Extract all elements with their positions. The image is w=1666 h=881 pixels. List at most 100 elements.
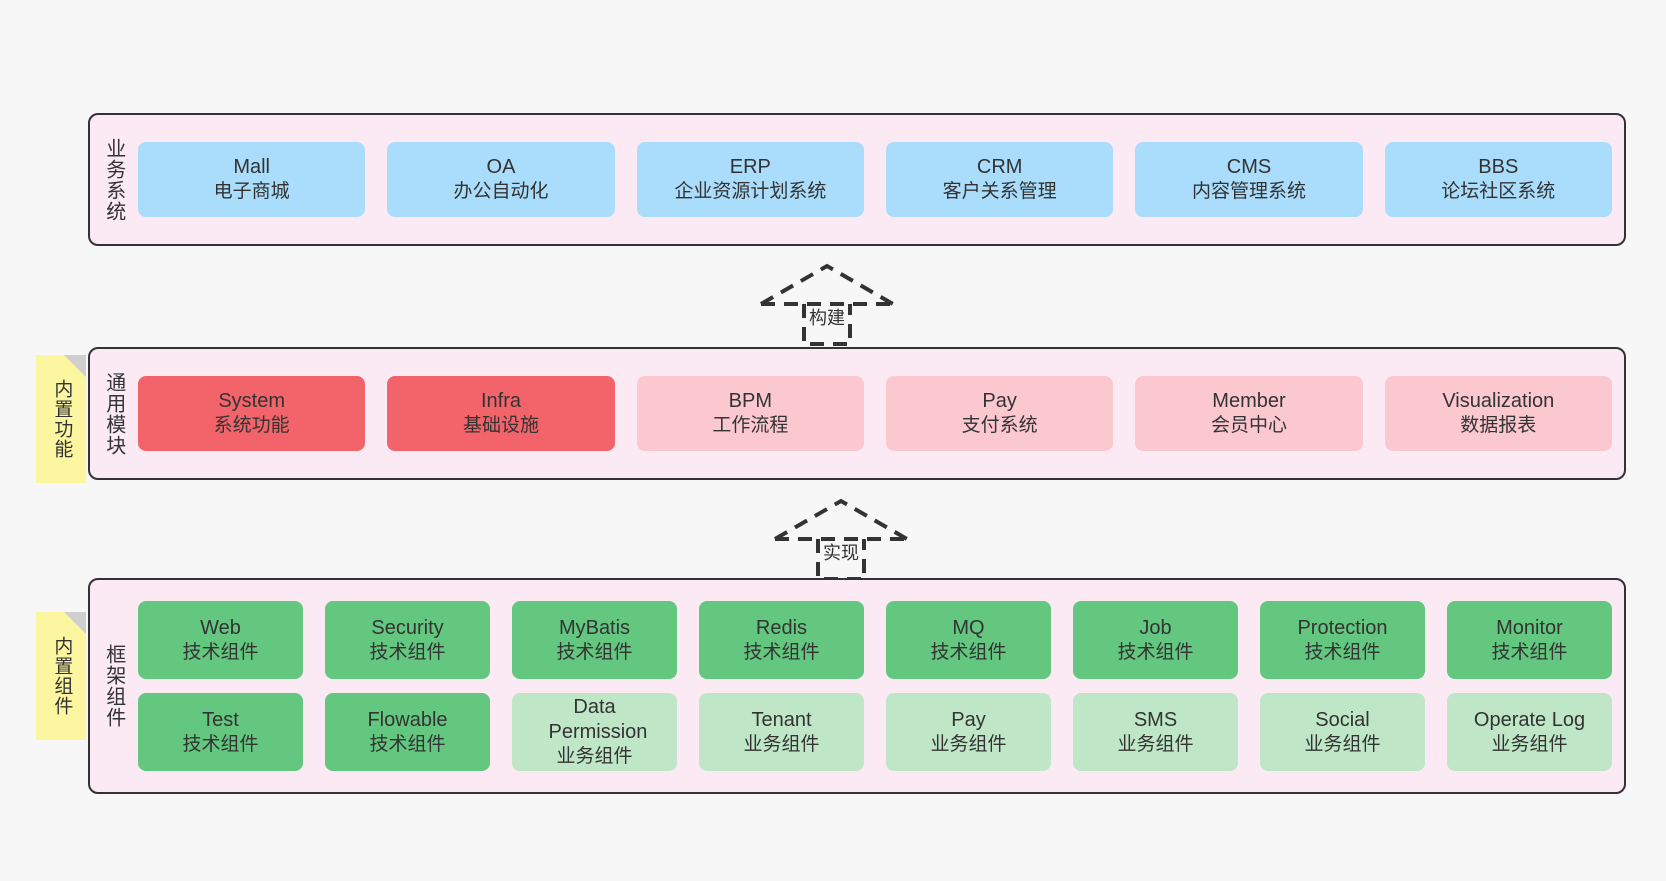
node-mall[interactable]: Mall 电子商城 bbox=[138, 142, 366, 217]
connector-label: 构建 bbox=[809, 308, 845, 328]
node-subtitle: 业务组件 bbox=[743, 733, 820, 755]
node-erp[interactable]: ERP 企业资源计划系统 bbox=[636, 142, 864, 217]
node-subtitle: 技术组件 bbox=[369, 641, 446, 663]
node-subtitle: 技术组件 bbox=[556, 641, 633, 663]
node-subtitle: 业务组件 bbox=[1304, 733, 1381, 755]
node-title: MyBatis bbox=[558, 616, 631, 639]
layer-business-systems: 业务系统 Mall 电子商城 OA 办公自动化 ERP 企业资源计划系统 CRM… bbox=[88, 113, 1626, 246]
node-security[interactable]: Security 技术组件 bbox=[325, 601, 490, 679]
node-system[interactable]: System 系统功能 bbox=[138, 376, 366, 451]
layer-caption-business-systems: 业务系统 bbox=[102, 137, 125, 222]
node-member[interactable]: Member 会员中心 bbox=[1135, 376, 1363, 451]
node-infra[interactable]: Infra 基础设施 bbox=[387, 376, 615, 451]
node-protection[interactable]: Protection 技术组件 bbox=[1260, 601, 1425, 679]
node-subtitle: 技术组件 bbox=[930, 641, 1007, 663]
node-subtitle: 支付系统 bbox=[961, 415, 1038, 437]
node-title: Data Permission bbox=[548, 696, 648, 744]
node-cms[interactable]: CMS 内容管理系统 bbox=[1135, 142, 1363, 217]
node-title: Web bbox=[200, 616, 241, 639]
node-subtitle: 企业资源计划系统 bbox=[674, 181, 827, 203]
node-bpm[interactable]: BPM 工作流程 bbox=[636, 376, 864, 451]
sticky-note-label: 内置功能 bbox=[51, 379, 73, 459]
node-pay[interactable]: Pay 支付系统 bbox=[885, 376, 1114, 451]
node-subtitle: 业务组件 bbox=[1491, 733, 1568, 755]
layer-body-business-systems: Mall 电子商城 OA 办公自动化 ERP 企业资源计划系统 CRM 客户关系… bbox=[136, 115, 1624, 244]
node-subtitle: 数据报表 bbox=[1460, 415, 1537, 437]
node-subtitle: 技术组件 bbox=[1304, 641, 1381, 663]
layer-framework-components: 框架组件 Web 技术组件 Security 技术组件 MyBatis 技术组件… bbox=[88, 578, 1626, 794]
node-subtitle: 系统功能 bbox=[213, 415, 290, 437]
node-row: Web 技术组件 Security 技术组件 MyBatis 技术组件 Redi… bbox=[138, 601, 1612, 679]
node-title: Mall bbox=[233, 156, 270, 179]
connector-build: 构建 bbox=[757, 262, 897, 346]
node-title: Redis bbox=[755, 616, 808, 639]
node-job[interactable]: Job 技术组件 bbox=[1073, 601, 1238, 679]
node-subtitle: 技术组件 bbox=[369, 733, 446, 755]
layer-caption-framework-components: 框架组件 bbox=[102, 644, 125, 728]
node-subtitle: 业务组件 bbox=[930, 733, 1007, 755]
node-pay-component[interactable]: Pay 业务组件 bbox=[886, 693, 1051, 771]
node-test[interactable]: Test 技术组件 bbox=[138, 693, 303, 771]
node-redis[interactable]: Redis 技术组件 bbox=[699, 601, 864, 679]
node-subtitle: 基础设施 bbox=[462, 415, 539, 437]
node-title: OA bbox=[486, 156, 516, 179]
node-title: ERP bbox=[729, 156, 771, 179]
node-title: Member bbox=[1212, 390, 1286, 413]
sticky-note-label: 内置组件 bbox=[51, 636, 73, 716]
node-title: Security bbox=[371, 616, 444, 639]
node-oa[interactable]: OA 办公自动化 bbox=[387, 142, 615, 217]
layer-body-common-modules: System 系统功能 Infra 基础设施 BPM 工作流程 Pay 支付系统… bbox=[136, 349, 1624, 478]
node-title: Operate Log bbox=[1473, 708, 1586, 731]
node-row: Test 技术组件 Flowable 技术组件 Data Permission … bbox=[138, 693, 1612, 771]
node-sms[interactable]: SMS 业务组件 bbox=[1073, 693, 1238, 771]
node-title: Job bbox=[1139, 616, 1172, 639]
node-title: CRM bbox=[976, 156, 1023, 179]
node-monitor[interactable]: Monitor 技术组件 bbox=[1447, 601, 1612, 679]
node-title: BPM bbox=[728, 390, 772, 413]
node-data-permission[interactable]: Data Permission 业务组件 bbox=[512, 693, 677, 771]
folded-corner-icon bbox=[64, 612, 86, 634]
node-subtitle: 技术组件 bbox=[743, 641, 820, 663]
node-title: MQ bbox=[952, 616, 985, 639]
node-crm[interactable]: CRM 客户关系管理 bbox=[885, 142, 1114, 217]
node-title: BBS bbox=[1478, 156, 1519, 179]
node-subtitle: 会员中心 bbox=[1210, 415, 1287, 437]
layer-body-framework-components: Web 技术组件 Security 技术组件 MyBatis 技术组件 Redi… bbox=[136, 580, 1624, 792]
connector-label: 实现 bbox=[823, 543, 859, 563]
node-title: Pay bbox=[951, 708, 986, 731]
layer-common-modules: 通用模块 System 系统功能 Infra 基础设施 BPM 工作流程 Pay… bbox=[88, 347, 1626, 480]
node-title: Test bbox=[202, 708, 239, 731]
layer-caption-common-modules: 通用模块 bbox=[102, 371, 125, 456]
node-web[interactable]: Web 技术组件 bbox=[138, 601, 303, 679]
node-subtitle: 业务组件 bbox=[556, 746, 633, 768]
node-title: Monitor bbox=[1496, 616, 1563, 639]
node-subtitle: 技术组件 bbox=[1117, 641, 1194, 663]
connector-implement: 实现 bbox=[771, 497, 911, 581]
node-operate-log[interactable]: Operate Log 业务组件 bbox=[1447, 693, 1612, 771]
node-visualization[interactable]: Visualization 数据报表 bbox=[1384, 376, 1612, 451]
node-subtitle: 办公自动化 bbox=[453, 181, 549, 203]
node-flowable[interactable]: Flowable 技术组件 bbox=[325, 693, 490, 771]
node-subtitle: 技术组件 bbox=[182, 733, 259, 755]
node-mybatis[interactable]: MyBatis 技术组件 bbox=[512, 601, 677, 679]
node-title: SMS bbox=[1133, 708, 1178, 731]
node-subtitle: 技术组件 bbox=[1491, 641, 1568, 663]
node-tenant[interactable]: Tenant 业务组件 bbox=[699, 693, 864, 771]
generalization-arrow-icon bbox=[774, 498, 908, 581]
node-social[interactable]: Social 业务组件 bbox=[1260, 693, 1425, 771]
generalization-arrow-icon bbox=[760, 263, 894, 346]
node-row: Mall 电子商城 OA 办公自动化 ERP 企业资源计划系统 CRM 客户关系… bbox=[138, 142, 1612, 217]
node-mq[interactable]: MQ 技术组件 bbox=[886, 601, 1051, 679]
node-subtitle: 客户关系管理 bbox=[942, 181, 1057, 203]
folded-corner-icon bbox=[64, 355, 86, 377]
node-bbs[interactable]: BBS 论坛社区系统 bbox=[1384, 142, 1612, 217]
sticky-note-builtin-features: 内置功能 bbox=[36, 355, 86, 483]
node-subtitle: 工作流程 bbox=[712, 415, 789, 437]
node-subtitle: 技术组件 bbox=[182, 641, 259, 663]
node-subtitle: 业务组件 bbox=[1117, 733, 1194, 755]
node-title: Protection bbox=[1297, 616, 1388, 639]
node-row: System 系统功能 Infra 基础设施 BPM 工作流程 Pay 支付系统… bbox=[138, 376, 1612, 451]
node-title: CMS bbox=[1226, 156, 1272, 179]
node-subtitle: 电子商城 bbox=[213, 181, 290, 203]
